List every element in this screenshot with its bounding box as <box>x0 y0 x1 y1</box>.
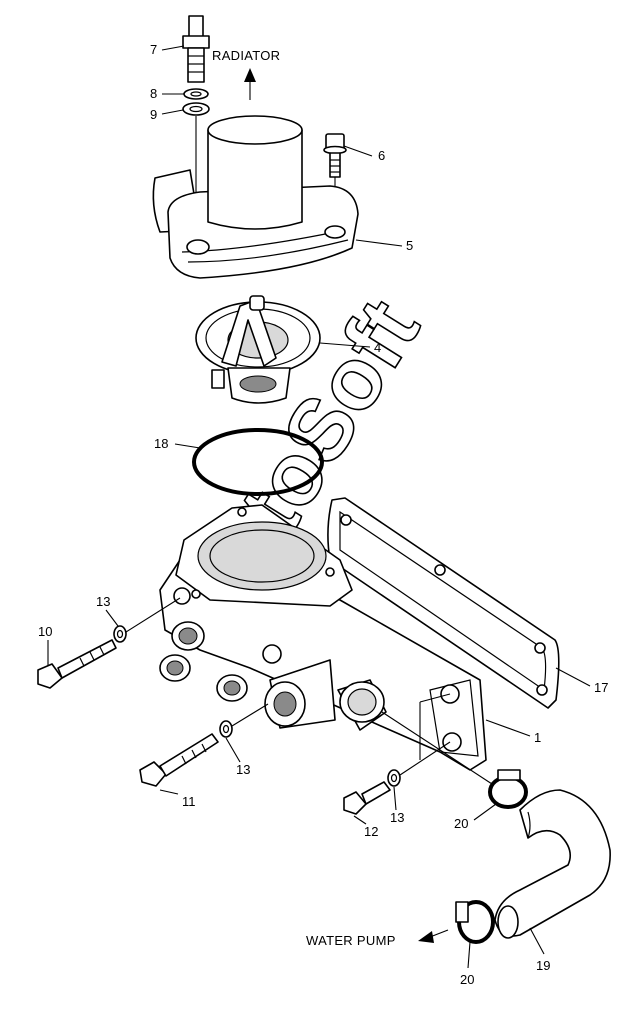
callout-13-b: 13 <box>236 762 250 777</box>
callout-6: 6 <box>378 148 385 163</box>
part-13-washer-a <box>113 625 127 643</box>
radiator-direction-arrow <box>244 68 256 100</box>
part-20-hose-clamp-upper <box>488 769 528 809</box>
callout-7: 7 <box>150 42 157 57</box>
callout-10: 10 <box>38 624 52 639</box>
part-18-o-ring <box>192 428 324 496</box>
part-4-thermostat <box>195 295 321 404</box>
part-13-washer-b <box>219 720 233 738</box>
water-pump-label: WATER PUMP <box>306 933 396 948</box>
part-1-thermostat-body <box>159 504 487 771</box>
part-10-bolt <box>37 639 117 689</box>
callout-4: 4 <box>374 340 381 355</box>
part-13-washer-c <box>387 769 401 787</box>
part-12-bolt <box>343 781 391 815</box>
part-8-lock-washer <box>183 88 209 100</box>
water-pump-direction-arrow <box>418 929 449 943</box>
callout-9: 9 <box>150 107 157 122</box>
callout-20-b: 20 <box>460 972 474 987</box>
callout-20-a: 20 <box>454 816 468 831</box>
callout-19: 19 <box>536 958 550 973</box>
callout-12: 12 <box>364 824 378 839</box>
part-5-thermostat-housing <box>152 115 359 279</box>
part-17-gasket <box>327 497 560 709</box>
callout-1: 1 <box>534 730 541 745</box>
callout-11: 11 <box>182 794 196 809</box>
part-6-bolt <box>323 133 347 178</box>
radiator-label: RADIATOR <box>212 48 280 63</box>
callout-8: 8 <box>150 86 157 101</box>
part-7-stud <box>182 15 210 83</box>
callout-13-a: 13 <box>96 594 110 609</box>
part-11-bolt <box>139 733 219 787</box>
part-9-washer <box>182 102 210 116</box>
callout-5: 5 <box>406 238 413 253</box>
callout-13-c: 13 <box>390 810 404 825</box>
callout-18: 18 <box>154 436 168 451</box>
part-20-hose-clamp-lower <box>455 900 495 944</box>
callout-17: 17 <box>594 680 608 695</box>
leader-lines <box>47 45 591 969</box>
part-19-hose <box>494 789 611 939</box>
